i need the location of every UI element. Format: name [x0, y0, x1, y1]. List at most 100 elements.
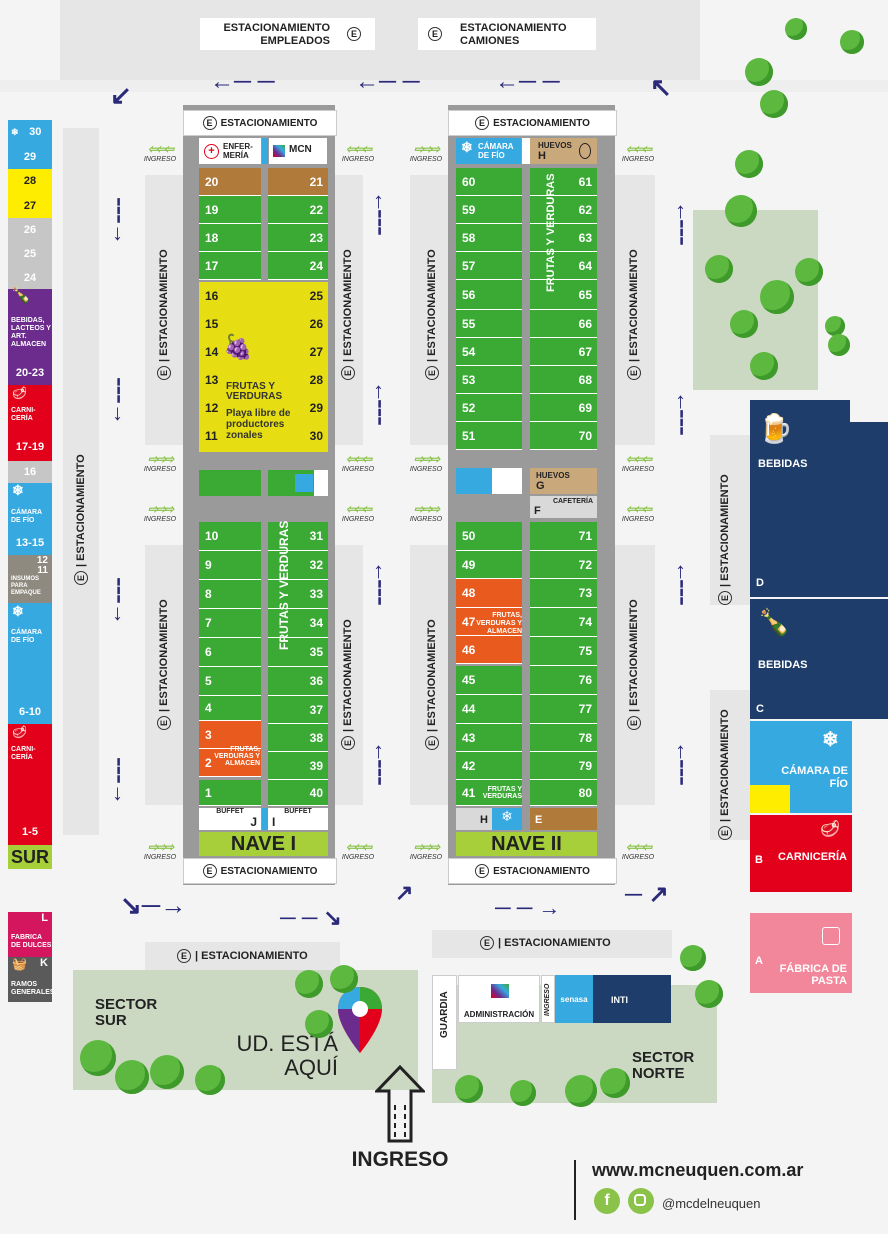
legend-16[interactable]: 16 — [8, 461, 52, 483]
stall-75[interactable]: 75 — [530, 637, 597, 666]
legend-24[interactable]: 24 — [8, 267, 52, 289]
stall-73[interactable]: 73 — [530, 579, 597, 608]
stall-80[interactable]: 80 — [530, 780, 597, 806]
stall-11[interactable]: 11 — [199, 422, 239, 450]
stall-14[interactable]: 14 — [199, 338, 239, 366]
fabrica-pasta[interactable]: FÁBRICA DE PASTA A — [750, 913, 852, 993]
legend-6-10[interactable]: 6-10 — [8, 700, 52, 724]
stall-66[interactable]: 66 — [530, 310, 597, 338]
stall-1[interactable]: 1 — [199, 780, 261, 806]
stall-12[interactable]: 12 — [199, 394, 239, 422]
stall-56[interactable]: 56 — [456, 280, 522, 310]
stall-37[interactable]: 37 — [268, 696, 328, 724]
legend-13-15[interactable]: 13-15 — [8, 531, 52, 555]
stall-19[interactable]: 19 — [199, 196, 261, 224]
stall-54[interactable]: 54 — [456, 338, 522, 366]
stall-36[interactable]: 36 — [268, 667, 328, 696]
legend-29[interactable]: 29 — [8, 145, 52, 169]
stall-46[interactable]: 46 — [456, 636, 522, 664]
legend-carniceria[interactable]: 🥩CARNI-CERÍA — [8, 385, 52, 433]
legend-1-5[interactable]: 1-5 — [8, 820, 52, 845]
legend-30[interactable]: ❄30 — [8, 120, 52, 145]
stall-68[interactable]: 68 — [530, 366, 597, 394]
stall-64[interactable]: 64 — [530, 252, 597, 280]
legend-carniceria-2[interactable]: 🥩CARNI-CERÍA — [8, 724, 52, 774]
stall-41[interactable]: 41 — [456, 780, 522, 806]
stall-67[interactable]: 67 — [530, 338, 597, 366]
stall-32[interactable]: 32 — [268, 551, 328, 580]
stall-48[interactable]: 48 — [456, 579, 522, 608]
stall-34[interactable]: 34 — [268, 609, 328, 638]
stall-58[interactable]: 58 — [456, 224, 522, 252]
stall-39[interactable]: 39 — [268, 752, 328, 780]
stall-55[interactable]: 55 — [456, 310, 522, 338]
stall-17[interactable]: 17 — [199, 252, 261, 280]
stall-40[interactable]: 40 — [268, 780, 328, 806]
stall-23[interactable]: 23 — [268, 224, 328, 252]
stall-52[interactable]: 52 — [456, 394, 522, 422]
stall-53[interactable]: 53 — [456, 366, 522, 394]
stall-21[interactable]: 21 — [268, 168, 328, 196]
instagram-icon[interactable] — [628, 1188, 654, 1214]
stall-78[interactable]: 78 — [530, 724, 597, 752]
stall-61[interactable]: 61 — [530, 168, 597, 196]
stall-59[interactable]: 59 — [456, 196, 522, 224]
legend-camara[interactable]: ❄CÁMARA DE FÍO — [8, 483, 52, 531]
stall-74[interactable]: 74 — [530, 608, 597, 637]
legend-27[interactable]: 27 — [8, 194, 52, 218]
stall-69[interactable]: 69 — [530, 394, 597, 422]
stall-4[interactable]: 4 — [199, 696, 261, 721]
stall-63[interactable]: 63 — [530, 224, 597, 252]
stall-18[interactable]: 18 — [199, 224, 261, 252]
legend-25[interactable]: 25 — [8, 242, 52, 267]
stall-31[interactable]: 31 — [268, 522, 328, 551]
stall-70[interactable]: 70 — [530, 422, 597, 450]
stall-6[interactable]: 6 — [199, 638, 261, 667]
legend-26[interactable]: 26 — [8, 218, 52, 242]
stall-7[interactable]: 7 — [199, 609, 261, 638]
stall-29[interactable]: 29 — [288, 394, 328, 422]
stall-71[interactable]: 71 — [530, 522, 597, 551]
legend-bebidas[interactable]: 🍾BEBIDAS, LACTEOS Y ART. ALMACEN — [8, 288, 52, 361]
stall-28[interactable]: 28 — [288, 366, 328, 394]
legend-17-19[interactable]: 17-19 — [8, 433, 52, 461]
stall-25[interactable]: 25 — [288, 282, 328, 310]
stall-30[interactable]: 30 — [288, 422, 328, 450]
stall-42[interactable]: 42 — [456, 752, 522, 780]
stall-51[interactable]: 51 — [456, 422, 522, 450]
stall-27[interactable]: 27 — [288, 338, 328, 366]
stall-26[interactable]: 26 — [288, 310, 328, 338]
stall-76[interactable]: 76 — [530, 666, 597, 695]
carniceria-b[interactable]: 🥩 CARNICERÍA B — [750, 815, 852, 870]
legend-camara-2[interactable]: ❄CÁMARA DE FÍO — [8, 603, 52, 675]
legend-28[interactable]: 28 — [8, 169, 52, 194]
stall-22[interactable]: 22 — [268, 196, 328, 224]
stall-60[interactable]: 60 — [456, 168, 522, 196]
stall-44[interactable]: 44 — [456, 695, 522, 724]
legend-insumos[interactable]: 12 11 INSUMOS PARA EMPAQUE — [8, 555, 52, 603]
stall-47[interactable]: 47 — [456, 608, 522, 636]
stall-13[interactable]: 13 — [199, 366, 239, 394]
stall-10[interactable]: 10 — [199, 522, 261, 551]
administracion[interactable]: ADMINISTRACIÓN — [458, 975, 540, 1023]
legend-ramos[interactable]: K 🧺 RAMOS GENERALES — [8, 957, 55, 1002]
stall-24[interactable]: 24 — [268, 252, 328, 280]
stall-43[interactable]: 43 — [456, 724, 522, 752]
stall-50[interactable]: 50 — [456, 522, 522, 551]
legend-20-23[interactable]: 20-23 — [8, 361, 52, 385]
facebook-icon[interactable]: f — [594, 1188, 620, 1214]
stall-15[interactable]: 15 — [199, 310, 239, 338]
stall-72[interactable]: 72 — [530, 551, 597, 579]
stall-79[interactable]: 79 — [530, 752, 597, 780]
stall-33[interactable]: 33 — [268, 580, 328, 609]
stall-77[interactable]: 77 — [530, 695, 597, 724]
stall-16[interactable]: 16 — [199, 282, 239, 310]
website-link[interactable]: www.mcneuquen.com.ar — [592, 1160, 804, 1180]
stall-2[interactable]: 2 — [199, 749, 261, 777]
stall-49[interactable]: 49 — [456, 551, 522, 579]
stall-57[interactable]: 57 — [456, 252, 522, 280]
legend-fabrica-dulces[interactable]: L FABRICA DE DULCES — [8, 912, 52, 957]
stall-9[interactable]: 9 — [199, 551, 261, 580]
stall-8[interactable]: 8 — [199, 580, 261, 609]
social-handle[interactable]: @mcdelneuquen — [662, 1196, 761, 1211]
